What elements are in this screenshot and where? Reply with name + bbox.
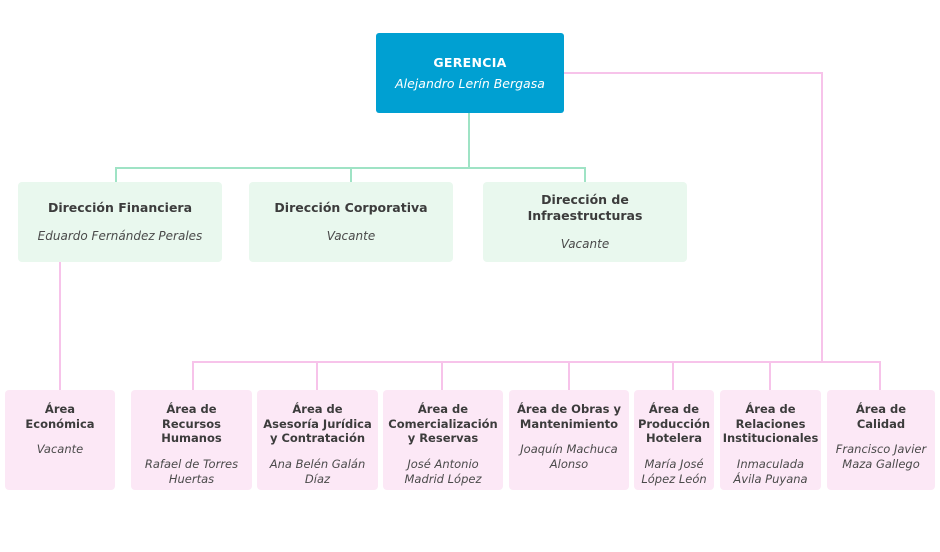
node-direccion-infraestructuras-person: Vacante (560, 236, 610, 251)
node-direccion-infraestructuras[interactable]: Dirección de Infraestructuras Vacante (483, 182, 687, 262)
node-area-asesoria-juridica[interactable]: Área de Asesoría Jurídica y Contratación… (257, 390, 378, 490)
node-direccion-corporativa[interactable]: Dirección Corporativa Vacante (249, 182, 453, 262)
node-gerencia-person: Alejandro Lerín Bergasa (395, 75, 545, 91)
node-area-economica-role: Área Económica (25, 402, 95, 431)
node-gerencia[interactable]: GERENCIA Alejandro Lerín Bergasa (376, 33, 564, 113)
connector-areas-bus (192, 361, 880, 363)
node-direccion-corporativa-role: Dirección Corporativa (274, 199, 428, 215)
node-direccion-infraestructuras-role: Dirección de Infraestructuras (527, 191, 643, 223)
node-gerencia-role: GERENCIA (433, 54, 507, 70)
connector-area-2-drop (192, 361, 194, 390)
node-area-produccion-hotelera[interactable]: Área de Producción Hotelera María José L… (634, 390, 714, 490)
node-area-obras-mantenimiento[interactable]: Área de Obras y Mantenimiento Joaquín Ma… (509, 390, 629, 490)
node-area-produccion-hotelera-person: María José López León (641, 457, 707, 486)
connector-area-8-drop (879, 361, 881, 390)
node-area-comercializacion-role: Área de Comercialización y Reservas (388, 402, 498, 446)
node-direccion-financiera-role: Dirección Financiera (47, 199, 193, 215)
node-area-recursos-humanos-person: Rafael de Torres Huertas (144, 457, 239, 486)
connector-executive-right-arm (564, 72, 823, 74)
node-area-relaciones-institucionales[interactable]: Área de Relaciones Institucionales Inmac… (720, 390, 821, 490)
node-area-produccion-hotelera-role: Área de Producción Hotelera (637, 402, 711, 446)
node-area-obras-mantenimiento-role: Área de Obras y Mantenimiento (517, 402, 621, 431)
connector-direction-1-drop (115, 167, 117, 182)
node-area-calidad-role: Área de Calidad (855, 402, 907, 431)
node-area-obras-mantenimiento-person: Joaquín Machuca Alonso (520, 442, 618, 472)
node-direccion-corporativa-person: Vacante (326, 228, 376, 243)
connector-direction-2-drop (350, 167, 352, 182)
connector-area-4-drop (441, 361, 443, 390)
node-area-asesoria-juridica-person: Ana Belén Galán Díaz (269, 457, 366, 486)
node-area-economica-person: Vacante (36, 442, 84, 457)
node-area-asesoria-juridica-role: Área de Asesoría Jurídica y Contratación (263, 402, 372, 446)
node-area-recursos-humanos-role: Área de Recursos Humanos (161, 402, 222, 446)
connector-area-5-drop (568, 361, 570, 390)
node-area-comercializacion-person: José Antonio Madrid López (404, 457, 482, 486)
connector-area-6-drop (672, 361, 674, 390)
node-area-calidad-person: Francisco Javier Maza Gallego (835, 442, 927, 472)
node-area-economica[interactable]: Área Económica Vacante (5, 390, 115, 490)
connector-economica-link (59, 262, 61, 390)
node-area-relaciones-institucionales-person: Inmaculada Ávila Puyana (733, 457, 808, 486)
connector-area-3-drop (316, 361, 318, 390)
node-area-comercializacion[interactable]: Área de Comercialización y Reservas José… (383, 390, 503, 490)
node-direccion-financiera-person: Eduardo Fernández Perales (37, 228, 203, 243)
node-area-calidad[interactable]: Área de Calidad Francisco Javier Maza Ga… (827, 390, 935, 490)
connector-area-7-drop (769, 361, 771, 390)
node-area-recursos-humanos[interactable]: Área de Recursos Humanos Rafael de Torre… (131, 390, 252, 490)
connector-executive-stem (468, 113, 470, 168)
connector-executive-right-drop (821, 72, 823, 363)
connector-direction-3-drop (584, 167, 586, 182)
node-direccion-financiera[interactable]: Dirección Financiera Eduardo Fernández P… (18, 182, 222, 262)
node-area-relaciones-institucionales-role: Área de Relaciones Institucionales (722, 402, 819, 446)
